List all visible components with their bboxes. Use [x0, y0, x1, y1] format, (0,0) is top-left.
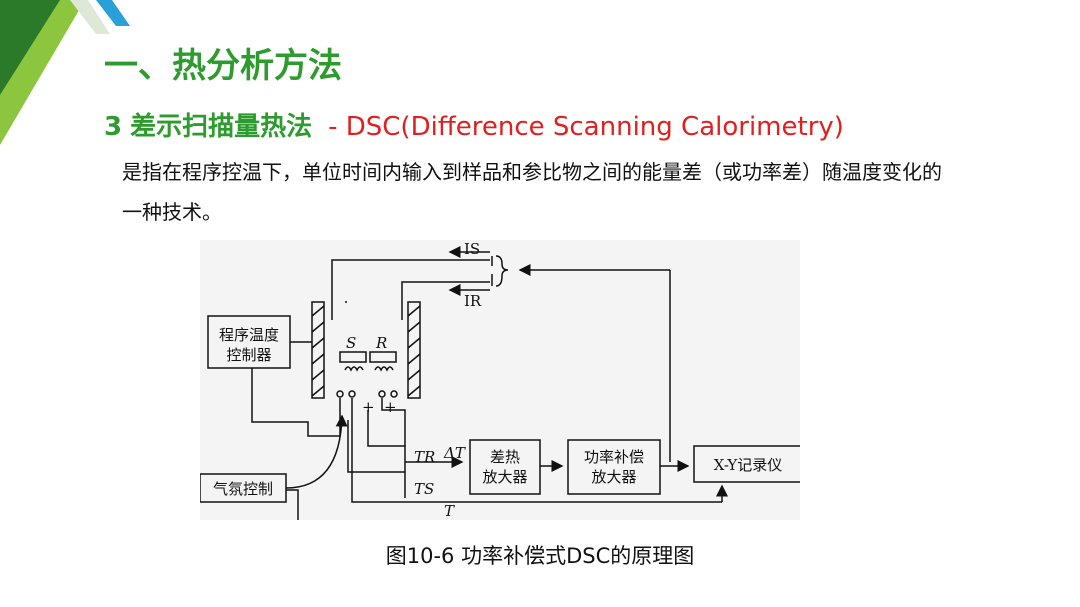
recorder-block: [693, 445, 800, 483]
label-r: R: [375, 334, 387, 352]
wire-is: [331, 259, 490, 320]
terminal-1: [336, 390, 344, 398]
program-controller-line2: 控制器: [226, 346, 271, 364]
dark-green-triangle: [0, 0, 60, 95]
blue-stripe: [96, 0, 130, 26]
gas-control-label: 气氛控制: [213, 480, 273, 498]
wire-gas-down: [286, 489, 299, 520]
diff-amp-block: [469, 439, 541, 495]
label-tr: TR: [414, 448, 435, 466]
label-plus-1: +: [362, 398, 375, 416]
label-plus-2: +: [384, 398, 397, 416]
wire-tr-upper: [381, 398, 406, 446]
reference-holder: [369, 351, 397, 363]
sample-holder: [339, 351, 367, 363]
dsc-schematic: IS IR S R + + TR TS ΔT T 程序温度 控制器 气氛控制 差…: [200, 240, 800, 520]
corner-decoration: [0, 0, 130, 145]
wire-t: [351, 398, 722, 503]
hatch-left: [311, 305, 325, 397]
subtitle-english: - DSC(Difference Scanning Calorimetry): [328, 112, 844, 142]
furnace-wall-right: [407, 301, 421, 399]
power-amp-block: [567, 439, 661, 495]
grey-stripe: [70, 0, 110, 34]
program-controller-line1: 程序温度: [219, 326, 279, 344]
wire-gas-furnace: [285, 414, 348, 489]
terminal-3: [378, 390, 386, 398]
label-delta-t: ΔT: [443, 444, 466, 462]
diff-amp-line2: 放大器: [482, 468, 527, 486]
power-amp-line1: 功率补偿: [584, 448, 644, 466]
power-amp-line2: 放大器: [591, 468, 636, 486]
subtitle-number: 3: [104, 112, 123, 142]
terminal-4: [390, 390, 398, 398]
subtitle-chinese: 差示扫描量热法: [130, 112, 313, 142]
figure-caption: 图10-6 功率补偿式DSC的原理图: [385, 544, 695, 568]
terminal-2: [348, 390, 356, 398]
label-s: S: [346, 334, 356, 352]
furnace-wall-left: [311, 301, 325, 399]
wire-controller-heater: [251, 368, 341, 437]
curly-brace: [495, 255, 509, 287]
wire-ir: [401, 281, 490, 320]
label-t: T: [444, 502, 455, 520]
wire-tr: [367, 410, 406, 498]
slide-title: 一、热分析方法: [104, 46, 342, 86]
recorder-label: X-Y记录仪: [714, 456, 782, 474]
body-paragraph: 是指在程序控温下，单位时间内输入到样品和参比物之间的能量差（或功率差）随温度变化…: [122, 160, 942, 224]
label-ts: TS: [414, 480, 434, 498]
reference-coil: [374, 366, 394, 372]
dot: [345, 301, 347, 303]
hatch-right: [407, 305, 421, 397]
wire-ts: [347, 420, 405, 473]
label-ir: IR: [464, 292, 482, 310]
sample-coil: [344, 366, 364, 372]
label-is: IS: [464, 240, 480, 258]
diff-amp-line1: 差热: [490, 448, 520, 466]
